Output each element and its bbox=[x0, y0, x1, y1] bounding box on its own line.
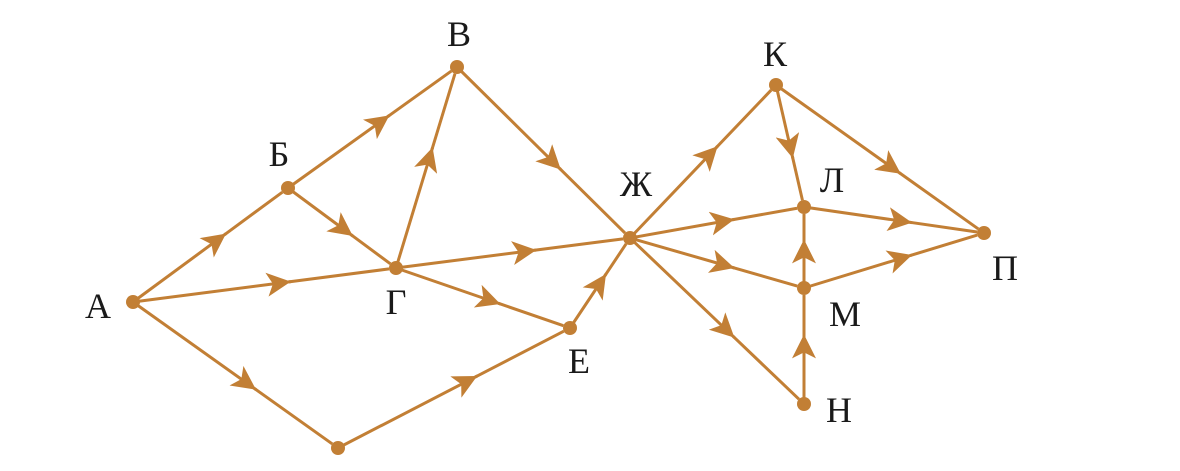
edge-a-g bbox=[132, 267, 390, 304]
edges bbox=[132, 65, 980, 450]
edge-segment-with-arrow bbox=[287, 114, 391, 190]
node-k bbox=[769, 78, 783, 92]
edge-segment-with-arrow bbox=[395, 266, 501, 308]
node-a bbox=[126, 295, 140, 309]
edge-l-p bbox=[803, 205, 978, 234]
node-p bbox=[977, 226, 991, 240]
edge-a-u bbox=[132, 300, 334, 446]
node-m bbox=[797, 281, 811, 295]
edge-segment bbox=[790, 155, 804, 201]
node-label-l: Л bbox=[820, 160, 844, 200]
edge-segment-with-arrow bbox=[455, 65, 562, 171]
edge-segment-with-arrow bbox=[628, 145, 719, 240]
edge-segment bbox=[350, 233, 392, 266]
node-label-a: А bbox=[85, 286, 111, 326]
edge-a-b bbox=[132, 190, 284, 304]
edge-segment bbox=[558, 167, 627, 235]
node-label-v: В bbox=[447, 14, 471, 54]
edge-segment bbox=[288, 267, 390, 284]
node-label-m: М bbox=[829, 294, 861, 334]
edge-segment bbox=[732, 206, 798, 222]
node-zh bbox=[623, 231, 637, 245]
node-v bbox=[450, 60, 464, 74]
node-label-g: Г bbox=[386, 282, 407, 322]
edge-segment-with-arrow bbox=[775, 83, 902, 176]
edge-segment-with-arrow bbox=[394, 146, 438, 269]
edge-segment bbox=[474, 329, 565, 379]
edge-segment bbox=[715, 89, 773, 149]
edge-segment bbox=[223, 190, 284, 236]
edge-segment-with-arrow bbox=[774, 84, 800, 159]
node-b bbox=[281, 181, 295, 195]
edge-segment bbox=[386, 69, 453, 118]
node-label-k: К bbox=[763, 34, 788, 74]
edge-segment-with-arrow bbox=[337, 374, 478, 450]
edge-g-zh bbox=[395, 237, 624, 270]
edge-g-v bbox=[394, 73, 457, 269]
edge-segment bbox=[603, 242, 628, 277]
edge-segment bbox=[909, 233, 978, 258]
edge-b-v bbox=[287, 69, 453, 190]
edge-m-p bbox=[803, 233, 978, 290]
nodes bbox=[126, 60, 991, 455]
edge-zh-m bbox=[629, 236, 798, 288]
edge-b-g bbox=[287, 186, 392, 266]
node-label-b: Б bbox=[269, 134, 290, 174]
edge-segment-with-arrow bbox=[395, 241, 537, 270]
node-g bbox=[389, 261, 403, 275]
node-label-zh: Ж bbox=[620, 164, 653, 204]
node-label-n: Н bbox=[826, 390, 852, 430]
edge-zh-n bbox=[628, 236, 800, 401]
edge-segment-with-arrow bbox=[803, 205, 913, 232]
edge-v-zh bbox=[455, 65, 627, 235]
node-l bbox=[797, 200, 811, 214]
node-u bbox=[331, 441, 345, 455]
edge-segment bbox=[898, 171, 980, 231]
edge-segment bbox=[731, 335, 800, 401]
edge-zh-k bbox=[628, 89, 773, 240]
edge-k-p bbox=[775, 83, 980, 231]
edge-k-l bbox=[774, 84, 804, 201]
edge-zh-l bbox=[629, 206, 798, 240]
edge-segment-with-arrow bbox=[132, 300, 257, 391]
node-e bbox=[563, 321, 577, 335]
node-label-e: Е bbox=[568, 341, 590, 381]
edge-segment-with-arrow bbox=[132, 232, 227, 304]
edge-g-e bbox=[395, 266, 564, 328]
edge-segment-with-arrow bbox=[629, 211, 735, 240]
edge-u-e bbox=[337, 329, 565, 450]
edge-segment-with-arrow bbox=[629, 236, 735, 273]
node-n bbox=[797, 397, 811, 411]
node-labels: А Б В Г Е Ж К Л М Н П bbox=[85, 14, 1018, 430]
edge-e-zh bbox=[568, 242, 628, 329]
edge-segment bbox=[430, 73, 457, 150]
edge-segment bbox=[732, 266, 798, 288]
edge-segment-with-arrow bbox=[132, 272, 291, 304]
edge-segment bbox=[498, 301, 564, 328]
edge-segment bbox=[534, 237, 624, 252]
node-label-p: П bbox=[992, 248, 1018, 288]
edge-segment-with-arrow bbox=[628, 236, 736, 339]
edge-segment-with-arrow bbox=[568, 273, 608, 329]
edge-segment-with-arrow bbox=[287, 186, 354, 238]
edge-segment bbox=[909, 220, 978, 234]
edge-segment-with-arrow bbox=[803, 250, 913, 290]
edge-segment bbox=[253, 387, 334, 446]
